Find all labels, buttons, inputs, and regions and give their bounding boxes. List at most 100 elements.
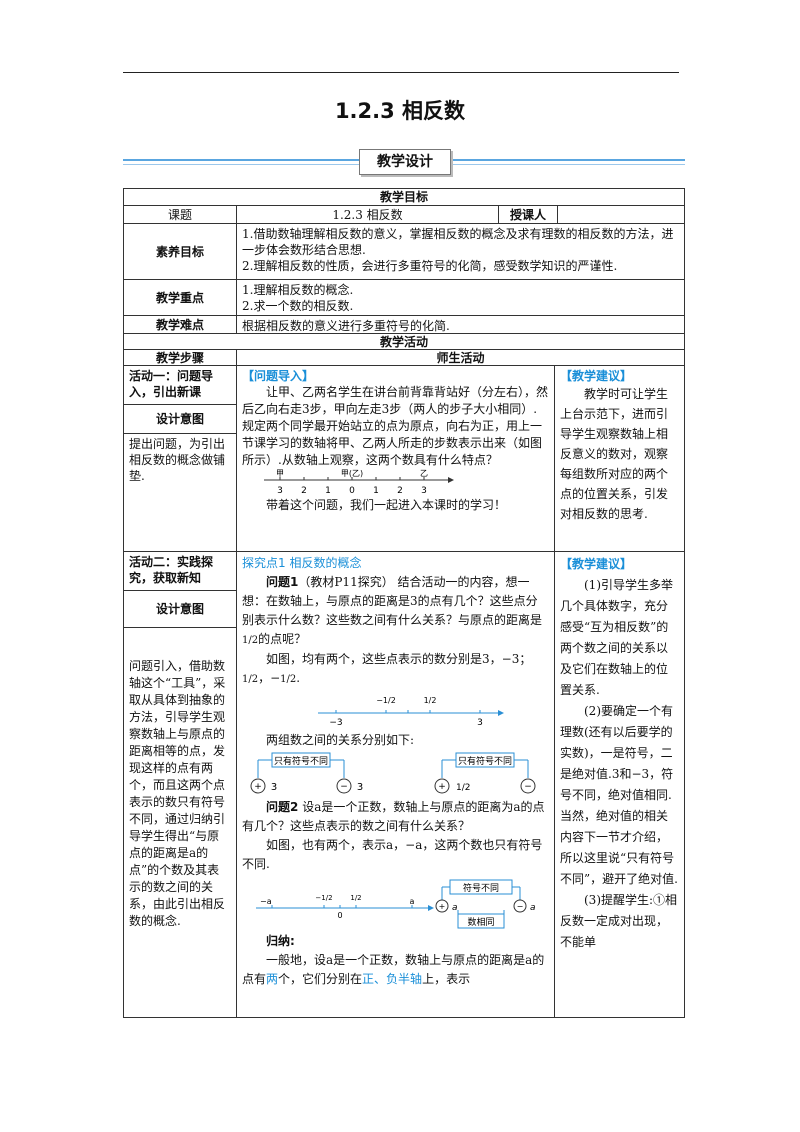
fig2-label-zero: 0: [337, 911, 342, 920]
activity-2-suggest-tag: 【教学建议】: [560, 557, 633, 571]
top-rule: [123, 72, 679, 73]
relation-diagram: 只有符号不同 + 3 − 3 只有符号不同 + 1/2 −: [250, 752, 536, 794]
goals-header: 教学目标: [123, 188, 685, 206]
fig2-label-neg-half: −1/2: [315, 894, 332, 902]
svg-text:−: −: [517, 902, 524, 911]
lesson-plan-table: 教学目标 课题 1.2.3 相反数 授课人 素养目标 1.借助数轴理解相反数的意…: [123, 188, 685, 1018]
fig2-relation-box: 符号不同 + a − a 数相同: [435, 879, 536, 929]
question-2-label: 问题2: [266, 800, 299, 814]
svg-text:+: +: [254, 782, 262, 792]
induce-text-a: 一般地，设a是一个正数，数轴上与原点的距离是a的点有: [242, 953, 545, 986]
question-2-answer: 如图，也有两个，表示a，−a，这两个数也只有符号不同.: [242, 838, 543, 871]
fig2-top-label: 符号不同: [463, 882, 499, 894]
activity-2-name: 活动二：实践探究，获取新知: [123, 551, 237, 591]
svg-text:+: +: [438, 782, 446, 792]
tick-label: 1: [373, 486, 379, 496]
svg-text:+: +: [439, 902, 446, 911]
fig2-minus-a: a: [530, 903, 536, 913]
jia-label: 甲: [276, 469, 284, 478]
pair-1: 只有符号不同 + 3 − 3: [250, 752, 363, 794]
svg-text:1/2: 1/2: [456, 783, 470, 793]
pair-1-box-label: 只有符号不同: [274, 755, 328, 767]
difficulty-text: 根据相反数的意义进行多重符号的化简.: [236, 315, 685, 334]
activity-2-design-text: 问题引入，借助数轴这个“工具”，采取从具体到抽象的方法，引导学生观察数轴上与原点…: [123, 627, 237, 1018]
difficulty-label: 教学难点: [123, 315, 237, 334]
figure-2-number-line: −a −1/2 0 1/2 a 符号不同 + a − a 数相同: [256, 879, 536, 929]
topic-value: 1.2.3 相反数: [236, 205, 499, 224]
key-label: 教学重点: [123, 279, 237, 316]
svg-text:3: 3: [357, 782, 363, 793]
fig2-label-neg-a: −a: [260, 897, 272, 906]
question-2-text: 设a是一个正数，数轴上与原点的距离为a的点有几个？这些点表示的数之间有什么关系？: [242, 800, 545, 833]
activity-1-design-label: 设计意图: [123, 404, 237, 434]
activity-2-content: 探究点1 相反数的概念 问题1（教材P11探究） 结合活动一的内容，想一想：在数…: [236, 551, 555, 1018]
activity-2-design-label: 设计意图: [123, 590, 237, 628]
relation-text: 两组数之间的关系分别如下:: [266, 733, 415, 747]
fig1-label-neg-half: −1/2: [376, 696, 396, 705]
fig2-plus-a: a: [452, 903, 458, 913]
teacher-student-label: 师生活动: [236, 349, 685, 366]
activity-2-suggestion: 【教学建议】 (1)引导学生多举几个具体数字，充分感受“互为相反数”的两个数之间…: [554, 551, 685, 1018]
steps-label: 教学步骤: [123, 349, 237, 366]
question-1-label: 问题1: [266, 575, 299, 589]
activity-1-content: 【问题导入】 让甲、乙两名学生在讲台前背靠背站好（分左右），然后乙向右走3步，甲…: [236, 365, 555, 552]
tick-label: 0: [349, 486, 355, 496]
question-1-text-2: 的点呢？: [258, 632, 307, 646]
question-1-answer: 如图，均有两个，这些点表示的数分别是3，−3；: [266, 652, 532, 666]
question-1-answer-2: ，−: [258, 671, 281, 685]
fig2-bottom-label: 数相同: [467, 916, 494, 928]
induce-pos: 正、负半轴: [362, 972, 423, 986]
activity-1-suggestion: 【教学建议】 教学时可让学生上台示范下，进而引导学生观察数轴上相反意义的数对，观…: [554, 365, 685, 552]
activity-1-name: 活动一：问题导入，引出新课: [123, 365, 237, 405]
tick-label: 1: [325, 486, 331, 496]
suggestion-2: (2)要确定一个有理数(还有以后要学的实数)，一是符号，二是绝对值.3和−3，符…: [560, 704, 678, 886]
literacy-goal-2: 2.理解相反数的性质，会进行多重符号的化简，感受数学知识的严谨性.: [242, 259, 618, 273]
pair-2-box-label: 只有符号不同: [458, 755, 512, 767]
svg-text:−: −: [340, 782, 348, 792]
svg-text:−: −: [524, 782, 532, 792]
key-point-1: 1.理解相反数的概念.: [242, 283, 354, 297]
fig2-label-half: 1/2: [350, 894, 361, 902]
activity-1-suggest-tag: 【教学建议】: [560, 369, 633, 383]
induce-text-c: 上，表示: [422, 972, 471, 986]
fig1-label-half: 1/2: [424, 696, 437, 705]
tick-label: 2: [397, 486, 403, 496]
key-points: 1.理解相反数的概念. 2.求一个数的相反数.: [236, 279, 685, 316]
activity-1-closing: 带着这个问题，我们一起进入本课时的学习！: [266, 498, 507, 512]
fig1-label-3: 3: [477, 718, 483, 728]
question-1-text: （教材P11探究） 结合活动一的内容，想一想：在数轴上，与原点的距离是3的点有几…: [242, 575, 543, 627]
activity-1-suggest-text: 教学时可让学生上台示范下，进而引导学生观察数轴上相反意义的数对，观察每组数所对应…: [560, 387, 669, 521]
tick-label: 3: [277, 486, 283, 496]
key-point-2: 2.求一个数的相反数.: [242, 299, 354, 313]
induce-text-b: 个，它们分别在: [278, 972, 363, 986]
suggestion-1: (1)引导学生多举几个具体数字，充分感受“互为相反数”的两个数之间的关系以及它们…: [560, 578, 673, 697]
banner-label: 教学设计: [359, 149, 451, 175]
figure-1-number-line: −3 −1/2 1/2 3: [318, 696, 504, 728]
activity-1-design-text: 提出问题，为引出相反数的概念做铺垫.: [123, 433, 237, 552]
pair-2: 只有符号不同 + 1/2 −: [434, 752, 536, 794]
yi-label: 乙: [420, 469, 428, 478]
origin-label: 甲(乙): [341, 469, 363, 478]
literacy-goal-1: 1.借助数轴理解相反数的意义，掌握相反数的概念及求有理数的相反数的方法，进一步体…: [242, 227, 674, 257]
section-banner: 教学设计: [123, 149, 685, 177]
suggestion-3: (3)提醒学生:①相反数一定成对出现，不能单: [560, 893, 678, 949]
fig1-label-neg3: −3: [329, 718, 342, 728]
topic-label: 课题: [123, 205, 237, 224]
pair-1-positive: 3: [271, 782, 277, 793]
activity-2-tag: 探究点1 相反数的概念: [242, 556, 362, 570]
page-title: 1.2.3 相反数: [334, 99, 466, 123]
teacher-value: [557, 205, 685, 224]
fig2-label-a: a: [410, 897, 415, 906]
teacher-label: 授课人: [498, 205, 558, 224]
tick-label: 2: [301, 486, 307, 496]
tick-label: 3: [421, 486, 427, 496]
induce-two: 两: [266, 972, 279, 986]
activity-1-tag: 【问题导入】: [242, 369, 315, 383]
literacy-goals: 1.借助数轴理解相反数的意义，掌握相反数的概念及求有理数的相反数的方法，进一步体…: [236, 223, 685, 280]
activities-header: 教学活动: [123, 333, 685, 350]
induce-label: 归纳:: [266, 934, 295, 948]
activity-1-text: 让甲、乙两名学生在讲台前背靠背站好（分左右），然后乙向右走3步，甲向左走3步（两…: [242, 385, 549, 467]
literacy-label: 素养目标: [123, 223, 237, 280]
axis-ticks: [279, 477, 425, 480]
activity-1-number-line: 甲 甲(乙) 乙 3 2 1 0 1 2 3: [264, 469, 454, 496]
